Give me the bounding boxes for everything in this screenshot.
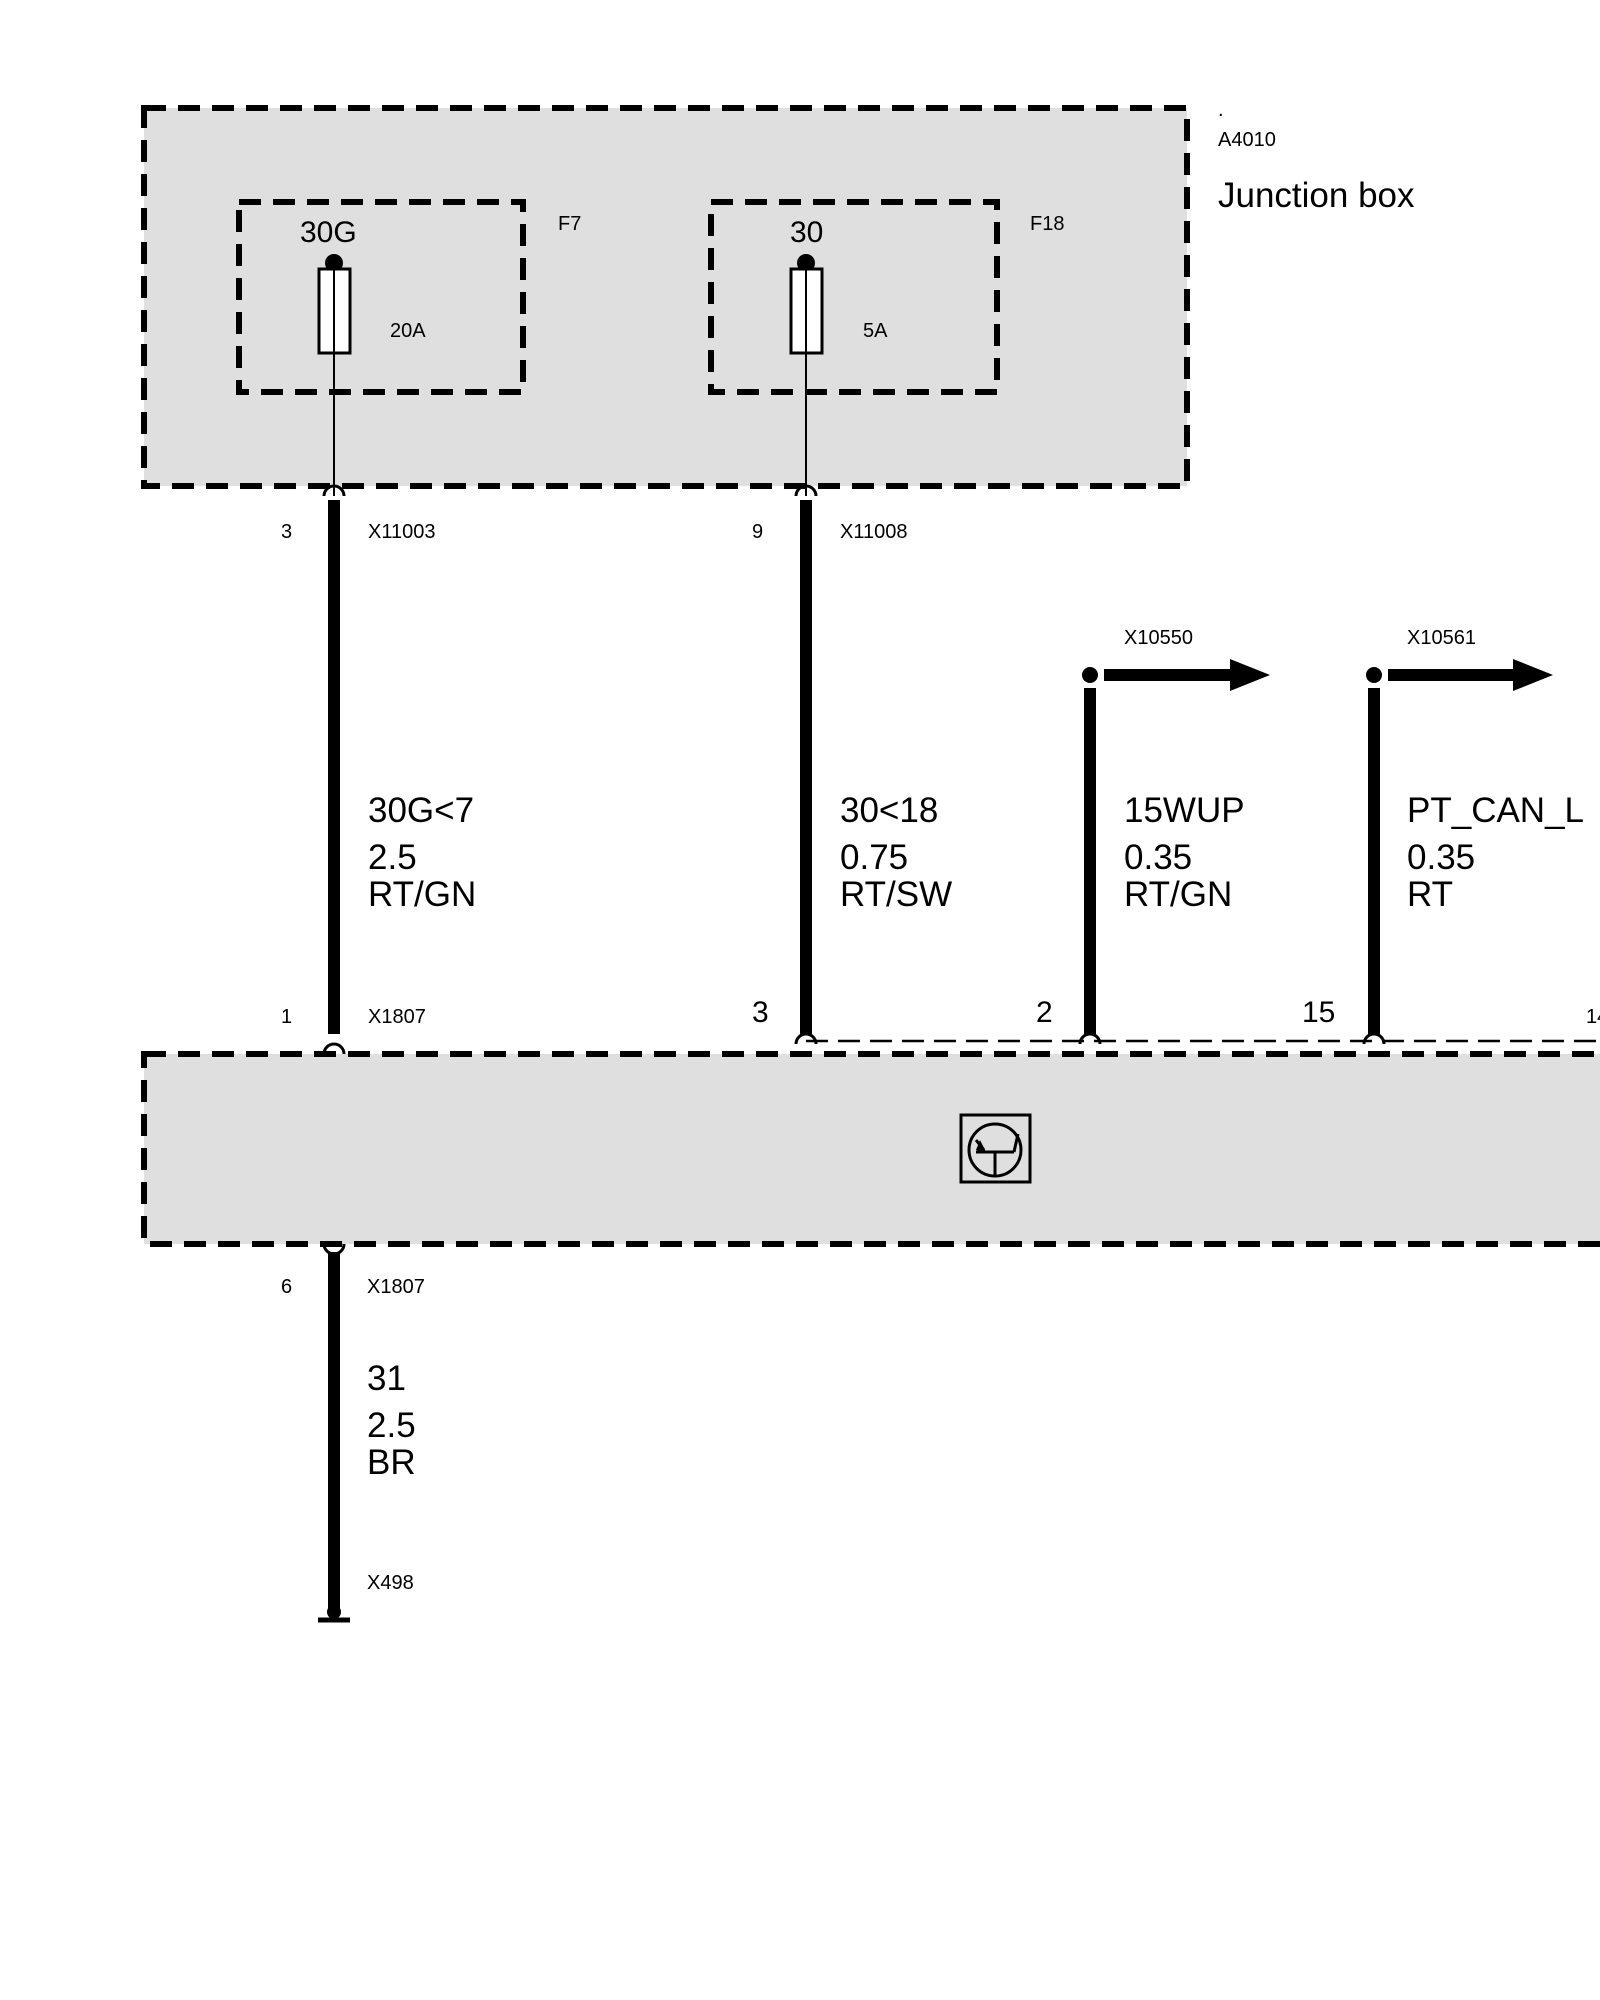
pin-label: 3: [752, 996, 769, 1029]
wire-30g: [322, 484, 346, 1055]
wire-signal: 30<18: [840, 791, 938, 830]
transistor-icon: [959, 1113, 1032, 1184]
fuse-rating-5a: 5A: [863, 320, 888, 342]
wire-gauge: 0.35: [1124, 838, 1192, 877]
pin-label: 15: [1302, 996, 1335, 1029]
fuse-rating-20a: 20A: [390, 320, 426, 342]
connector-label: X498: [367, 1572, 414, 1594]
connector-label: X1807: [367, 1276, 425, 1298]
wire-gauge: 2.5: [368, 838, 417, 877]
arrow-right-icon: [1230, 659, 1270, 691]
wire-color: RT/SW: [840, 875, 952, 914]
junction-box-title: Junction box: [1218, 176, 1415, 215]
wire-color: BR: [367, 1443, 416, 1482]
fuse-id-f7: F7: [558, 213, 581, 235]
control-module: [141, 1051, 1600, 1247]
connector-label: X11003: [368, 521, 435, 543]
junction-box-id: A4010: [1218, 129, 1276, 151]
fuse-terminal-30g: 30G: [300, 216, 357, 249]
wire-gauge: 0.35: [1407, 838, 1475, 877]
connector-label: X10550: [1124, 627, 1193, 649]
wire-signal: PT_CAN_L: [1407, 791, 1584, 830]
junction-box: [141, 105, 1190, 489]
wire-gauge: 2.5: [367, 1406, 416, 1445]
fuse-terminal-30: 30: [790, 216, 823, 249]
connector-label: X1807: [368, 1006, 426, 1028]
pin-label: 6: [281, 1276, 292, 1298]
wire-ground: [318, 1243, 350, 1623]
wire-30: [794, 484, 818, 1045]
wire-signal: 31: [367, 1359, 406, 1398]
fuse-box-f18: [708, 199, 1000, 395]
pin-label: 3: [281, 521, 292, 543]
connector-label: X11008: [840, 521, 907, 543]
pin-label: 2: [1036, 996, 1053, 1029]
pin-label: 14: [1586, 1006, 1600, 1028]
wire-gauge: 0.75: [840, 838, 908, 877]
wire-color: RT/GN: [1124, 875, 1232, 914]
junction-box-dot: .: [1218, 99, 1224, 121]
pin-label: 1: [281, 1006, 292, 1028]
wire-color: RT: [1407, 875, 1453, 914]
fuse-box-f7: [236, 199, 526, 395]
wire-15wup: [1078, 659, 1270, 1045]
connector-label: X10561: [1407, 627, 1476, 649]
arrow-right-icon: [1513, 659, 1553, 691]
wire-signal: 30G<7: [368, 791, 474, 830]
pin-label: 9: [752, 521, 763, 543]
fuse-id-f18: F18: [1030, 213, 1064, 235]
wire-signal: 15WUP: [1124, 791, 1245, 830]
wire-pt-can-l: [1362, 659, 1553, 1045]
wire-color: RT/GN: [368, 875, 476, 914]
